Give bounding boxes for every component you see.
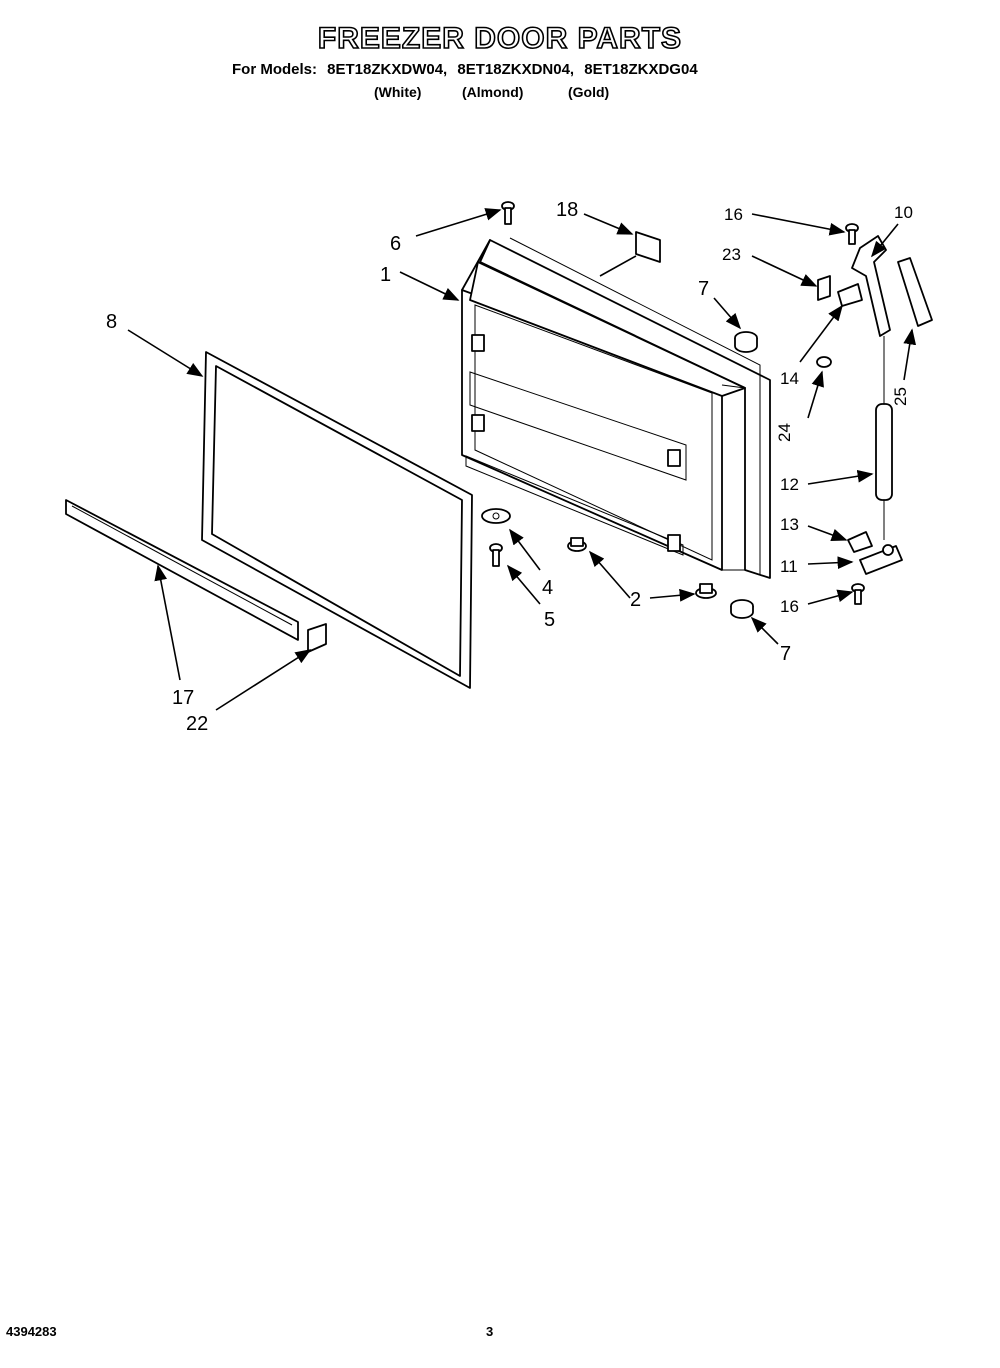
- door-gasket: [201, 351, 473, 689]
- top-hinge: [851, 235, 891, 337]
- door-label: [635, 231, 661, 263]
- handle-trim: [65, 499, 299, 641]
- models-line: For Models: 8ET18ZKXDW04, 8ET18ZKXDN04, …: [232, 61, 704, 78]
- callout-11: 11: [780, 557, 798, 576]
- color-almond: (Almond): [462, 84, 524, 100]
- callout-8: 8: [106, 311, 117, 333]
- models-label: For Models:: [232, 61, 317, 78]
- door-liner: [461, 237, 771, 579]
- callout-16-bottom: 16: [780, 597, 799, 616]
- door-stop-right: [695, 583, 717, 599]
- callout-12: 12: [780, 475, 799, 494]
- callout-25: 25: [891, 387, 910, 406]
- page-number: 3: [486, 1324, 494, 1339]
- hinge-shim: [817, 275, 831, 301]
- callout-22: 22: [186, 713, 208, 735]
- callout-5: 5: [544, 609, 555, 631]
- callout-18: 18: [556, 199, 578, 221]
- callout-24: 24: [775, 423, 794, 442]
- callout-23: 23: [722, 245, 741, 264]
- leader-lines: [127, 208, 917, 711]
- color-white: (White): [374, 84, 422, 100]
- stop-bracket: [481, 508, 511, 524]
- callout-2: 2: [630, 589, 641, 611]
- hinge-plug-top: [734, 331, 758, 353]
- callout-7-top: 7: [698, 278, 709, 300]
- document-number: 4394283: [6, 1324, 57, 1339]
- callout-4: 4: [542, 577, 553, 599]
- hinge-plate-bottom: [847, 531, 873, 553]
- top-hinge-screw: [845, 223, 859, 245]
- callout-14: 14: [780, 369, 799, 388]
- hinge-plug-bottom: [730, 599, 754, 619]
- end-cap: [307, 623, 327, 653]
- model-number-gold: 8ET18ZKXDG04: [584, 61, 698, 78]
- callout-13: 13: [780, 515, 799, 534]
- hinge-cover: [897, 257, 933, 327]
- screw-top: [501, 201, 515, 225]
- callout-6: 6: [390, 233, 401, 255]
- bottom-hinge: [859, 544, 903, 575]
- hinge-plate-top: [837, 283, 863, 307]
- bottom-hinge-screw: [851, 583, 865, 605]
- callout-10: 10: [894, 203, 913, 222]
- color-gold: (Gold): [568, 84, 610, 100]
- hinge-spacer: [875, 336, 893, 540]
- model-number-white: 8ET18ZKXDW04,: [327, 61, 448, 78]
- callout-17: 17: [172, 687, 194, 709]
- callout-16-top: 16: [724, 205, 743, 224]
- door-stop-left: [567, 537, 587, 552]
- screw-bottom: [489, 543, 503, 567]
- callout-1: 1: [380, 264, 391, 286]
- page-title: FREEZER DOOR PARTS: [317, 21, 683, 56]
- model-number-almond: 8ET18ZKXDN04,: [457, 61, 575, 78]
- hinge-pin-screw: [816, 356, 832, 368]
- callout-7-bottom: 7: [780, 643, 791, 665]
